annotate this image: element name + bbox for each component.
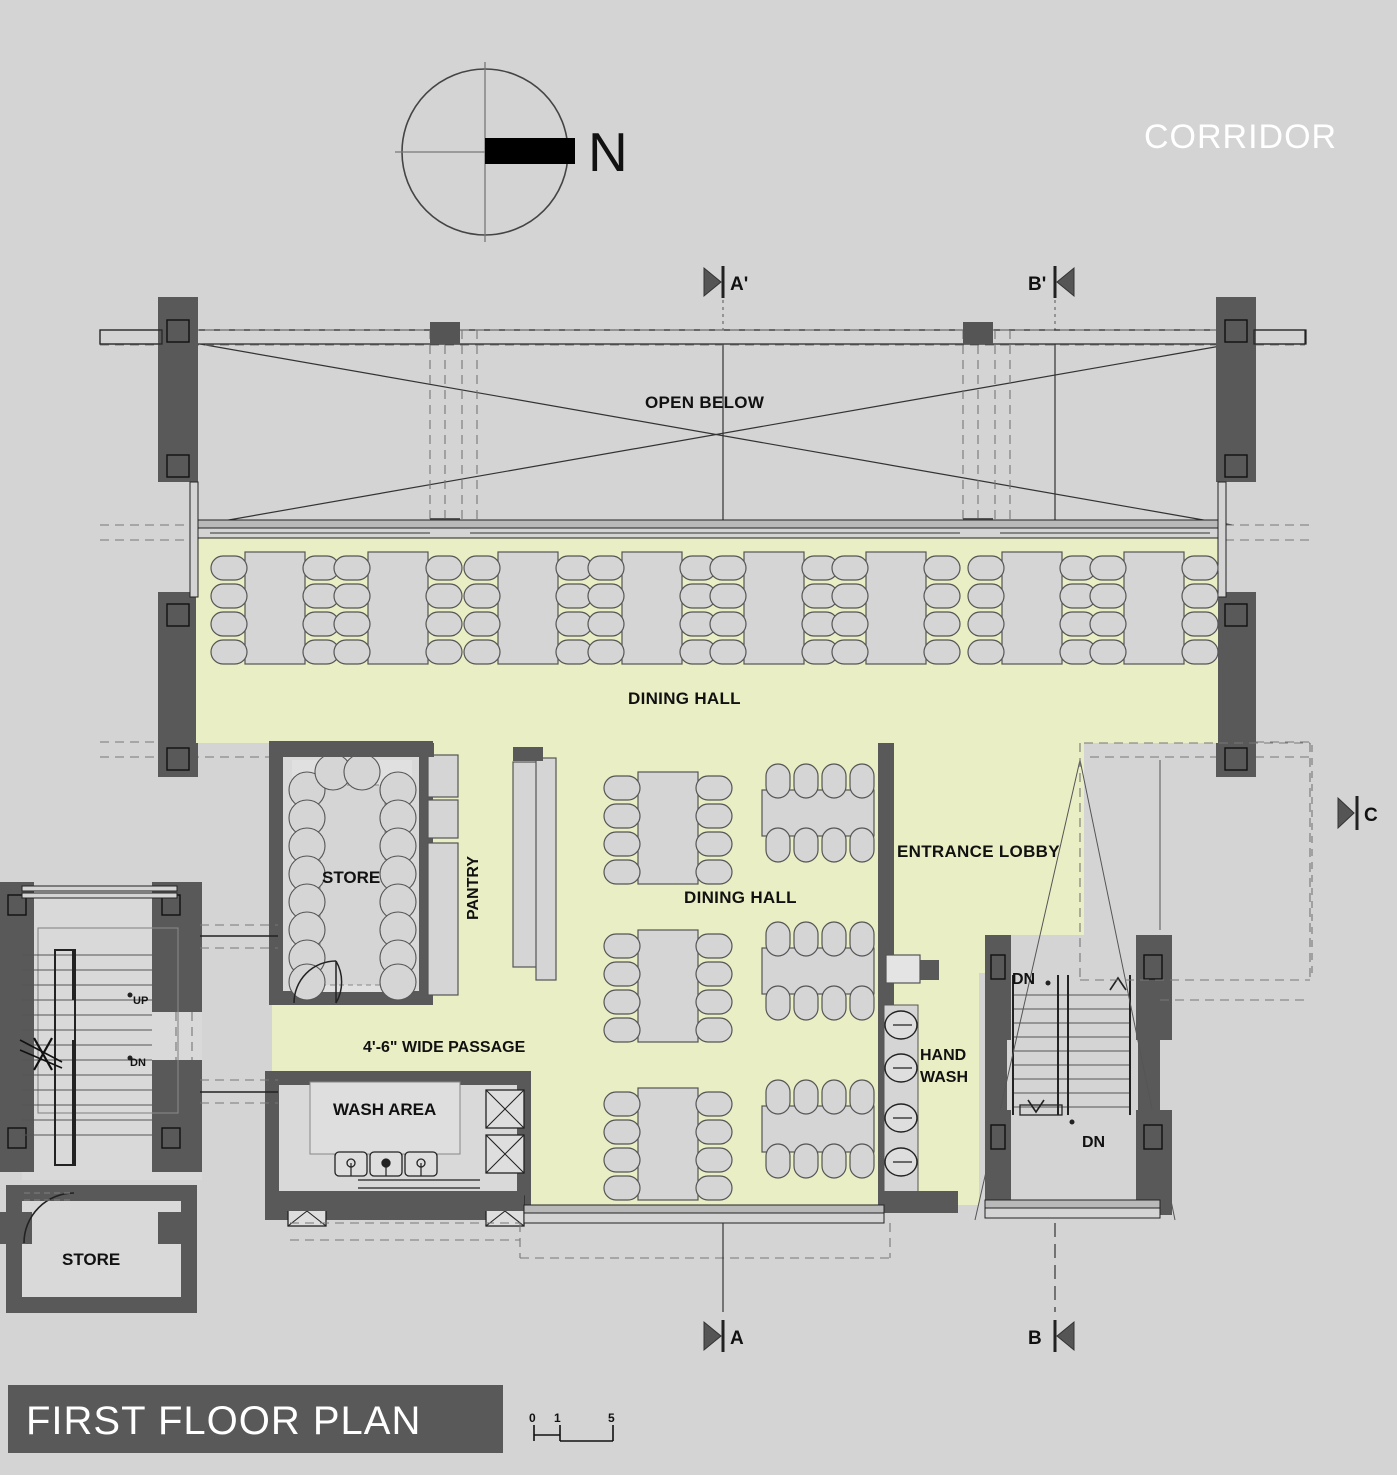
scale-tick-5: 5 (608, 1411, 615, 1425)
section-marker-c[interactable] (1311, 745, 1359, 978)
stair-right-dn-label-2: DN (1082, 1134, 1105, 1151)
scale-tick-0: 0 (529, 1411, 536, 1425)
section-marker-b[interactable] (1053, 1223, 1075, 1352)
wash-area-label: WASH AREA (333, 1100, 436, 1119)
north-label: N (588, 121, 628, 183)
stair-right-dn-label-1: DN (1012, 971, 1035, 988)
stair-left-up-label: UP (133, 995, 148, 1007)
hand-wash-label-line2: WASH (920, 1069, 968, 1086)
corridor-label: CORRIDOR (1144, 118, 1337, 156)
section-marker-a-prime-label: A' (730, 274, 748, 295)
stair-left (0, 882, 202, 1180)
left-corridor-dashes (175, 924, 278, 1104)
section-marker-a-label: A (730, 1328, 744, 1349)
entrance-lobby-floor (884, 743, 1084, 973)
plan-title: FIRST FLOOR PLAN (26, 1399, 421, 1443)
passage-label: 4'-6" WIDE PASSAGE (363, 1039, 526, 1056)
title-band (8, 1385, 503, 1453)
store-lower-label: STORE (62, 1250, 120, 1269)
right-stair-columns (984, 935, 1172, 1219)
corridor-edge-lines (99, 329, 1307, 345)
lower-block-walls (272, 743, 958, 1224)
dining-hall-upper-north-wall (195, 519, 1219, 539)
lobby-dashed-boundary (1079, 742, 1311, 1001)
hand-wash-basins (883, 1004, 919, 1196)
dining-hall-upper-side-walls (189, 481, 1227, 598)
hand-wash-label-line1: HAND (920, 1047, 966, 1064)
dining-hall-upper-label: DINING HALL (628, 689, 741, 708)
pantry-counters (427, 747, 557, 996)
section-marker-c-label: C (1364, 805, 1378, 826)
left-corridor-lines (200, 935, 278, 1093)
entrance-lobby-label: ENTRANCE LOBBY (897, 842, 1060, 861)
store-pantry-label: STORE (322, 868, 380, 887)
pantry-label: PANTRY (465, 856, 482, 920)
scale-tick-1: 1 (554, 1411, 561, 1425)
store-lower-room (0, 1185, 197, 1313)
section-marker-b-label: B (1028, 1328, 1042, 1349)
stair-left-dn-label: DN (130, 1057, 146, 1069)
bottom-dashed-boundary (290, 1222, 891, 1259)
north-arrow (395, 62, 575, 242)
dining-hall-lower-label: DINING HALL (684, 888, 797, 907)
section-marker-b-prime-label: B' (1028, 274, 1046, 295)
open-below-label: OPEN BELOW (645, 393, 765, 412)
open-below-void (99, 329, 1306, 526)
store-pantry-room (269, 741, 433, 1005)
scale-bar (533, 1425, 614, 1442)
section-marker-a[interactable] (703, 1223, 725, 1352)
